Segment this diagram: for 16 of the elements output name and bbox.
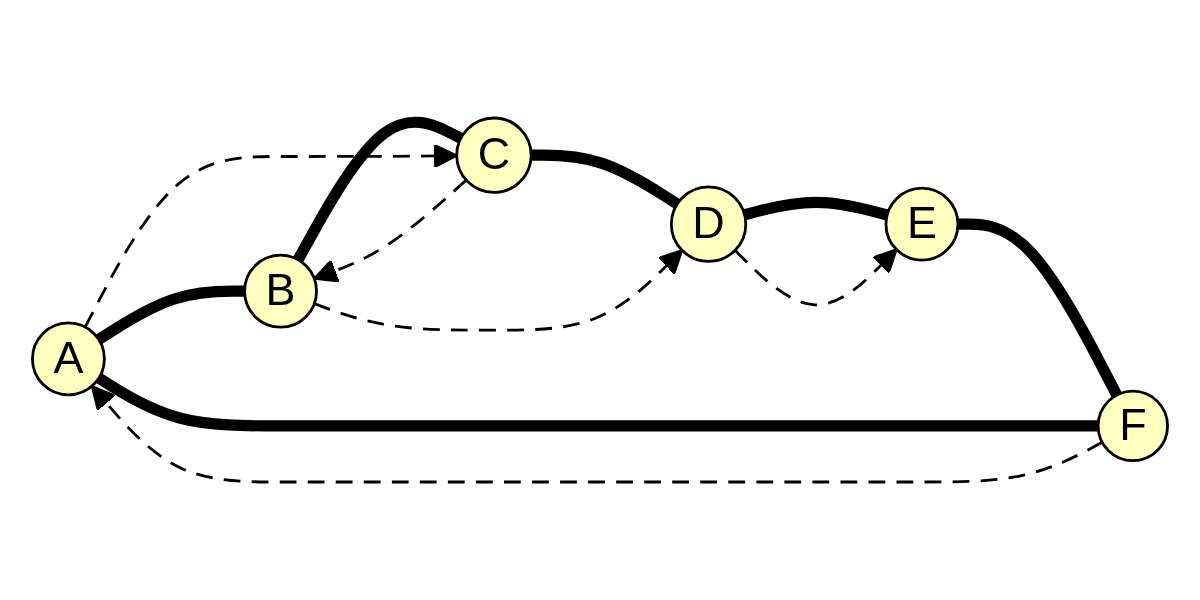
connector xyxy=(95,285,245,345)
node-circle: B xyxy=(243,253,318,329)
node-circle: F xyxy=(1096,389,1169,463)
connector xyxy=(743,196,889,221)
node-circle: A xyxy=(31,321,106,397)
arrow xyxy=(313,249,684,332)
arrow xyxy=(313,179,468,283)
connector xyxy=(293,116,464,263)
arrow xyxy=(734,248,898,307)
node-circle: E xyxy=(884,186,960,262)
node-circle: D xyxy=(669,185,748,263)
connector xyxy=(95,373,1099,432)
connector xyxy=(957,218,1122,398)
arrow xyxy=(90,385,1103,484)
connector xyxy=(531,149,681,209)
node-circle: C xyxy=(455,116,533,194)
